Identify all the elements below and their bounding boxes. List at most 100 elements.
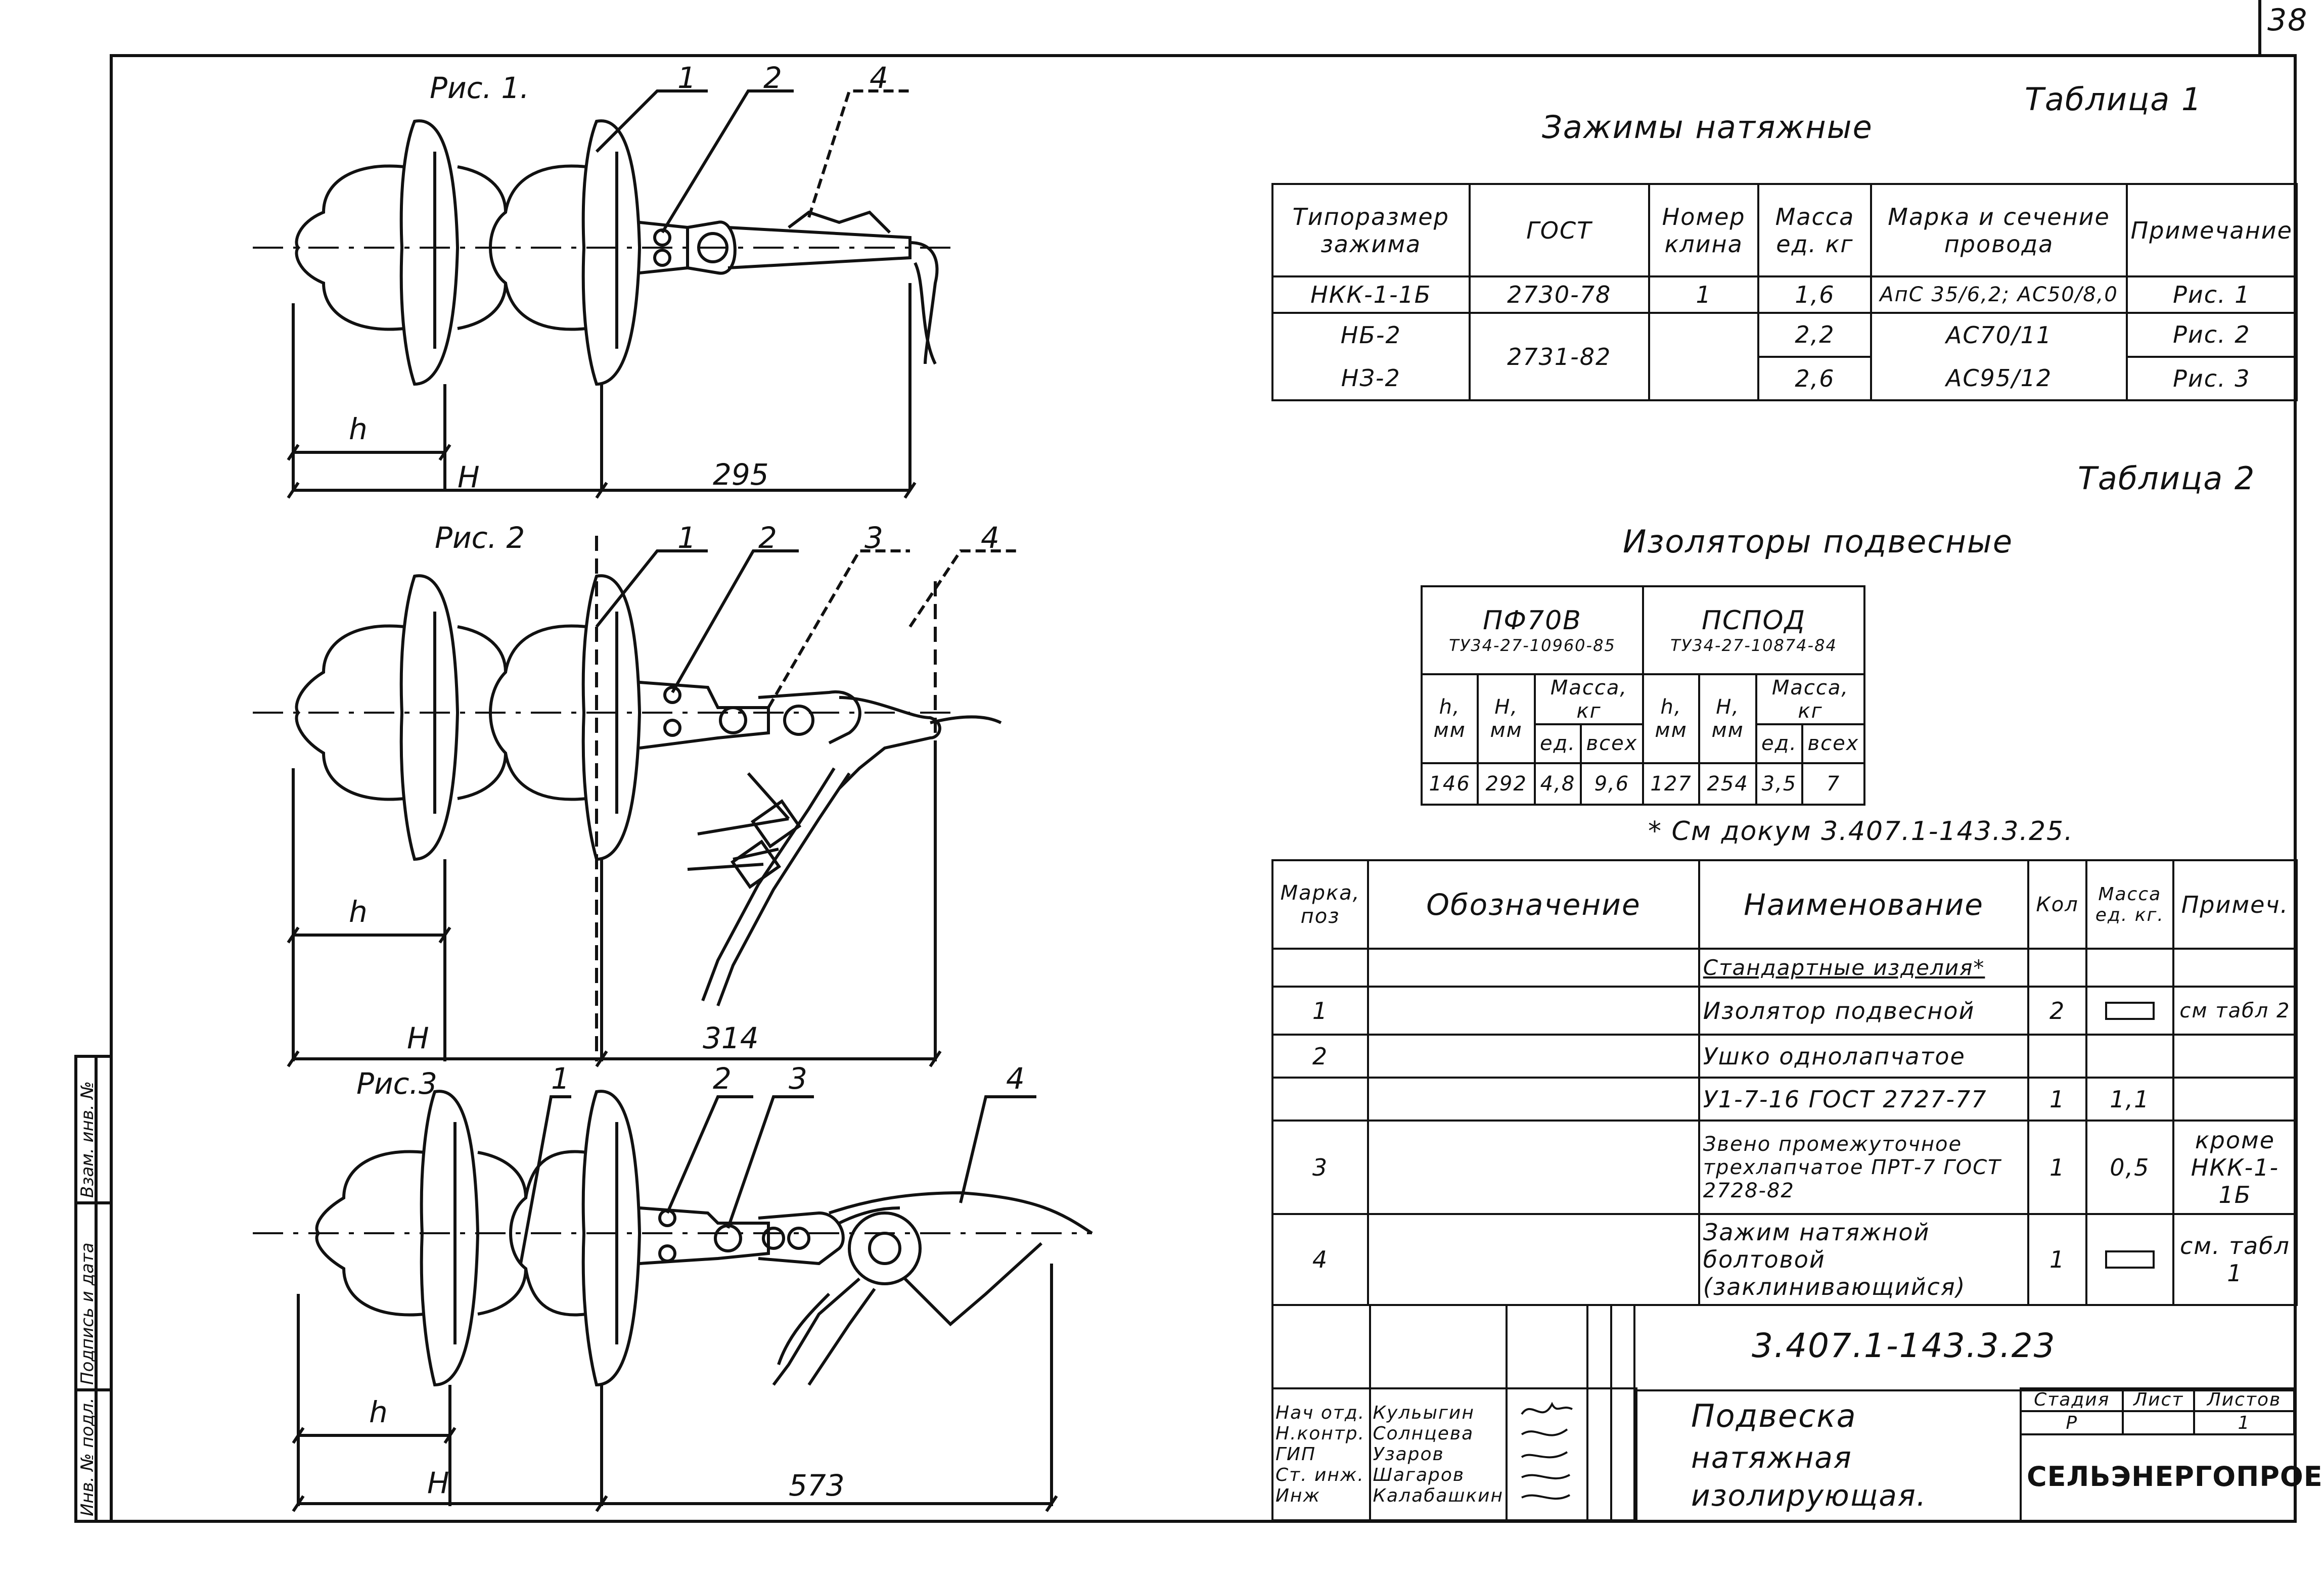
figure-2-callout-2: 2 (758, 521, 777, 555)
side-stamp-signature: Подпись и дата (77, 1242, 98, 1385)
figure-3-dim-length: 573 (789, 1468, 845, 1503)
role: Ст. инж. (1275, 1465, 1364, 1485)
table-cell: кроме НКК-1-1Б (2172, 1120, 2298, 1215)
roles-column: Нач отд. Н.контр. ГИП Ст. инж. Инж (1271, 1387, 1371, 1521)
table-cell (1648, 312, 1760, 401)
figure-3-callout-1: 1 (551, 1061, 570, 1096)
figure-1-dim-h: h (349, 412, 368, 446)
name: Шагаров (1373, 1465, 1465, 1485)
table1-header: Номер клина (1648, 182, 1760, 278)
table-row: НКК-1-1Б 2730-78 1 1,6 АпС 35/6,2; АС50/… (1271, 275, 2298, 314)
table-cell (1271, 1077, 1370, 1122)
organization-cell: СЕЛЬЭНЕРГОПРОЕКТ (2020, 1433, 2324, 1521)
group-spec: ТУ34-27-10960-85 (1449, 636, 1616, 656)
figure-2-title: Рис. 2 (435, 521, 525, 555)
spec-header: Наименование (1698, 859, 2030, 950)
group-spec: ТУ34-27-10874-84 (1670, 636, 1837, 656)
insulator-group-2: ПСПОД ТУ34-27-10874-84 (1642, 585, 1866, 676)
sub-header: H, мм (1477, 673, 1536, 764)
table-row: У1-7-16 ГОСТ 2727-77 1 1,1 (1271, 1077, 2298, 1122)
table-cell (1367, 948, 1700, 988)
sub-header: h, мм (1642, 673, 1701, 764)
table-cell (2085, 1213, 2174, 1306)
stage-header: Стадия (2019, 1387, 2124, 1412)
table-cell: Рис. 3 (2125, 355, 2298, 402)
group-name: ПСПОД (1701, 605, 1806, 636)
table1-label: Таблица 1 (2025, 81, 2203, 118)
table-cell: 1,1 (2085, 1077, 2174, 1122)
table-cell: Рис. 1 (2125, 275, 2298, 314)
figure-2-dim-length: 314 (703, 1021, 759, 1055)
table1-header: Примечание (2125, 182, 2298, 278)
table-row: 2 Ушко однолапчатое (1271, 1034, 2298, 1079)
figure-1-callout-1: 1 (677, 61, 696, 95)
table-cell: НКК-1-1Б (1271, 275, 1471, 314)
figure-2-callout-3: 3 (864, 521, 883, 555)
table-cell: Ушко однолапчатое (1698, 1034, 2030, 1079)
figure-3-dim-h: h (369, 1395, 388, 1429)
figure-2-callout-1: 1 (677, 521, 696, 555)
spec-header: Марка, поз (1271, 859, 1370, 950)
table-cell: 4,8 (1534, 762, 1582, 806)
sub-header: всех (1801, 723, 1866, 764)
figure-1-callout-4: 4 (870, 61, 888, 95)
table-cell: НБ-2 (1271, 312, 1471, 357)
table-cell: 7 (1801, 762, 1866, 806)
table-cell: 1 (2027, 1120, 2087, 1215)
table-cell (2172, 948, 2298, 988)
drawing-code-cell: 3.407.1-143.3.23 (1635, 1304, 2295, 1391)
table-cell: 2 (2027, 986, 2087, 1036)
figure-3-drawing (253, 1090, 1093, 1506)
sub-header: h, мм (1420, 673, 1479, 764)
table-cell (1367, 986, 1700, 1036)
figure-3-callout-2: 2 (713, 1061, 732, 1096)
title-line: Подвеска (1691, 1397, 1857, 1434)
table2: ПФ70В ТУ34-27-10960-85 ПСПОД ТУ34-27-108… (1420, 585, 1866, 806)
table-cell: У1-7-16 ГОСТ 2727-77 (1698, 1077, 2030, 1122)
figure-2-callout-4: 4 (981, 521, 999, 555)
table-cell: 127 (1642, 762, 1701, 806)
figure-3-callout-3: 3 (789, 1061, 807, 1096)
table2-label: Таблица 2 (2078, 460, 2256, 497)
spec-header: Примеч. (2172, 859, 2298, 950)
side-stamp-box (74, 1055, 113, 1523)
table1-header: Марка и сечение провода (1870, 182, 2128, 278)
table1: Типоразмер зажима ГОСТ Номер клина Масса… (1271, 182, 2298, 402)
sheet-frame (110, 54, 2297, 1523)
table-row: 1 Изолятор подвесной 2 см табл 2 (1271, 986, 2298, 1036)
role: Инж (1275, 1485, 1320, 1506)
table-cell (2027, 1034, 2087, 1079)
table-cell: см табл 2 (2172, 986, 2298, 1036)
table-cell: 254 (1698, 762, 1758, 806)
table-cell: Зажим натяжной болтовой (заклинивающийся… (1698, 1213, 2030, 1306)
organization-name: СЕЛЬЭНЕРГОПРОЕКТ (2027, 1461, 2324, 1493)
table-cell: 3 (1271, 1120, 1370, 1215)
table-cell: 1 (2027, 1213, 2087, 1306)
table-cell: АС95/12 (1870, 356, 2128, 402)
spec-header: Обозначение (1367, 859, 1700, 950)
sheet-number: 38 (2267, 3, 2308, 38)
name: Узаров (1373, 1444, 1444, 1465)
specification-table: Марка, поз Обозначение Наименование Кол … (1271, 859, 2298, 1306)
spec-section-title: Стандартные изделия* (1698, 948, 2030, 988)
side-stamp-inv: Инв. № подл. (77, 1397, 98, 1516)
divider (1635, 1387, 1637, 1521)
table-cell: 2,6 (1757, 355, 1873, 402)
title-line: изолирующая. (1691, 1478, 1927, 1513)
name: Солнцева (1373, 1423, 1474, 1444)
table-cell (2172, 1077, 2298, 1122)
role: Нач отд. (1275, 1403, 1365, 1423)
figure-1-title: Рис. 1. (430, 71, 529, 105)
figure-1-dim-length: 295 (713, 457, 769, 492)
signature-scribbles (1521, 1402, 1573, 1500)
table-cell: 146 (1420, 762, 1479, 806)
sub-header: ед. (1534, 723, 1582, 764)
table-cell (2085, 1034, 2174, 1079)
table-cell: 292 (1477, 762, 1536, 806)
table-cell: 2,2 (1757, 312, 1873, 358)
table-cell: 2730-78 (1468, 275, 1650, 314)
table-cell: 1 (1271, 986, 1370, 1036)
stage-header: Лист (2122, 1387, 2195, 1412)
table-cell: 2731-82 (1468, 312, 1650, 401)
sub-header: H, мм (1698, 673, 1758, 764)
